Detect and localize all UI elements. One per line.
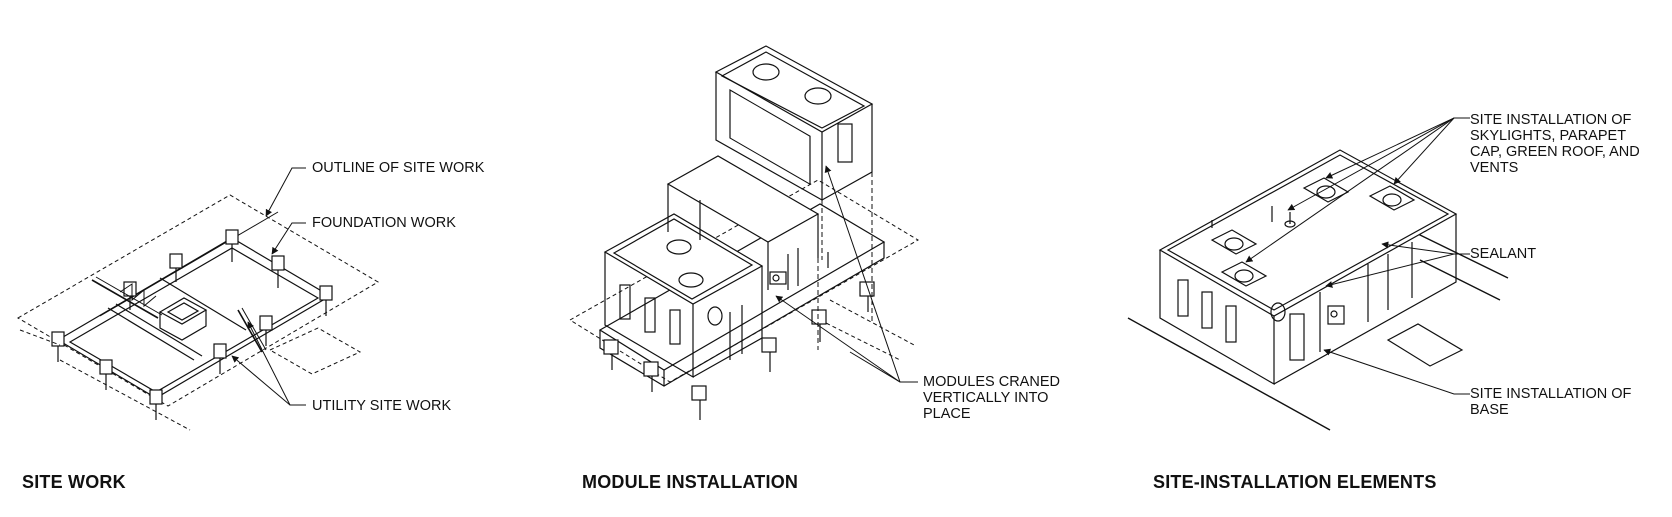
label-site-installation-of-base: SITE INSTALLATION OF BASE xyxy=(1470,386,1631,418)
label-skylights-line: SITE INSTALLATION OF xyxy=(1470,112,1632,128)
site-outline-dashed xyxy=(17,194,379,407)
caption-module-installation: MODULE INSTALLATION xyxy=(582,472,799,492)
label-modules-craned-line: PLACE xyxy=(923,406,971,422)
label-skylights-line: SKYLIGHTS, PARAPET xyxy=(1470,128,1627,144)
label-foundation-work: FOUNDATION WORK xyxy=(312,215,456,231)
label-base-line: SITE INSTALLATION OF xyxy=(1470,386,1632,402)
label-skylights: SITE INSTALLATION OF SKYLIGHTS, PARAPET … xyxy=(1470,112,1640,176)
caption-site-work: SITE WORK xyxy=(22,472,126,492)
label-utility-site-work: UTILITY SITE WORK xyxy=(312,398,452,414)
label-skylights-line: CAP, GREEN ROOF, AND xyxy=(1470,144,1640,160)
label-base-line: BASE xyxy=(1470,402,1509,418)
label-modules-craned-line: MODULES CRANED xyxy=(923,374,1060,390)
label-modules-craned: MODULES CRANED VERTICALLY INTO PLACE xyxy=(923,374,1060,422)
label-modules-craned-line: VERTICALLY INTO xyxy=(923,390,1049,406)
site-installation-drawing xyxy=(1127,149,1509,431)
module-installation-leaders xyxy=(775,165,918,383)
site-work-drawing xyxy=(17,194,379,431)
label-outline-of-site-work: OUTLINE OF SITE WORK xyxy=(312,160,485,176)
site-work-leaders xyxy=(231,167,306,406)
module-installation-drawing xyxy=(569,45,919,420)
label-sealant: SEALANT xyxy=(1470,246,1537,262)
site-installation-leaders xyxy=(1245,117,1470,395)
label-skylights-line: VENTS xyxy=(1470,160,1519,176)
caption-site-installation-elements: SITE-INSTALLATION ELEMENTS xyxy=(1153,472,1437,492)
